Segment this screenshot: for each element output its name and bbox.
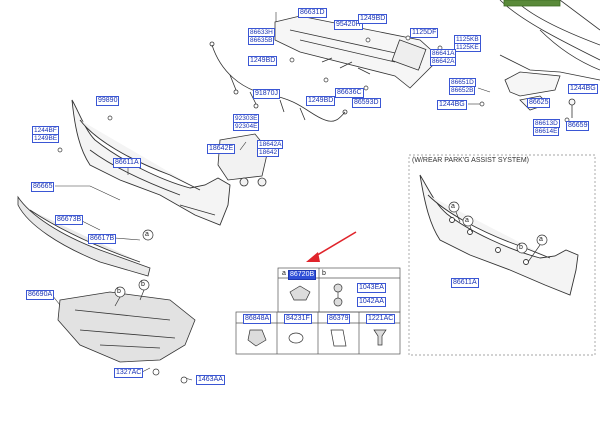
part-label-86720B[interactable]: 86720B bbox=[288, 270, 317, 280]
part-label-1125KE[interactable]: 1125KE bbox=[454, 43, 481, 52]
part-label-1221AC[interactable]: 1221AC bbox=[366, 314, 396, 324]
bracket-icon bbox=[504, 71, 576, 118]
part-label-84231F[interactable]: 84231F bbox=[284, 314, 312, 324]
part-label-1249BE[interactable]: 1249BE bbox=[32, 134, 60, 143]
part-label-1042AA[interactable]: 1042AA bbox=[357, 297, 386, 307]
part-label-1249BD-2[interactable]: 1249BD bbox=[248, 56, 278, 66]
inset-callouts bbox=[448, 201, 548, 263]
lower-trim-icon bbox=[17, 195, 151, 277]
part-label-86673B[interactable]: 86673B bbox=[55, 215, 84, 225]
part-label-18642[interactable]: 18642 bbox=[257, 148, 280, 157]
inset-box bbox=[408, 154, 596, 356]
part-label-86690A[interactable]: 86690A bbox=[26, 290, 55, 300]
part-label-86611A[interactable]: 86611A bbox=[113, 158, 141, 168]
callout-b-letter: b bbox=[141, 281, 145, 288]
callout-b-letter-2: b bbox=[117, 288, 121, 295]
part-label-1327AC[interactable]: 1327AC bbox=[114, 368, 144, 378]
part-label-86636C[interactable]: 86636C bbox=[335, 88, 364, 98]
table-header-b: b bbox=[322, 270, 326, 277]
part-label-1125DF[interactable]: 1125DF bbox=[410, 28, 439, 38]
part-label-18642E[interactable]: 18642E bbox=[207, 144, 236, 154]
part-label-86635B[interactable]: 86635B bbox=[248, 36, 275, 45]
pointer-arrow-icon bbox=[306, 231, 357, 262]
part-label-91870J[interactable]: 91870J bbox=[253, 89, 280, 99]
inset-title: (W/REAR PARK'G ASSIST SYSTEM) bbox=[412, 157, 529, 164]
part-label-95420H[interactable]: 95420H bbox=[334, 20, 363, 30]
part-label-86642A[interactable]: 86642A bbox=[430, 57, 457, 66]
table-header-a: a bbox=[282, 270, 286, 277]
part-label-1244BG-2[interactable]: 1244BG bbox=[437, 100, 467, 110]
part-label-86665[interactable]: 86665 bbox=[31, 182, 55, 192]
part-label-1249BD[interactable]: 1249BD bbox=[358, 14, 388, 24]
part-label-1043EA[interactable]: 1043EA bbox=[357, 283, 386, 293]
part-label-86659[interactable]: 86659 bbox=[566, 121, 590, 131]
part-label-86379[interactable]: 86379 bbox=[327, 314, 351, 324]
part-label-1249BD-3[interactable]: 1249BD bbox=[306, 96, 336, 106]
main-callouts bbox=[114, 229, 188, 384]
fastener-table-icons bbox=[247, 283, 387, 347]
part-label-92304E[interactable]: 92304E bbox=[233, 122, 260, 131]
part-label-86617B[interactable]: 86617B bbox=[88, 234, 117, 244]
callout-a-letter: a bbox=[145, 231, 149, 238]
part-label-1463AA[interactable]: 1463AA bbox=[196, 375, 225, 385]
part-label-86652B[interactable]: 86652B bbox=[449, 86, 476, 95]
inset-callout-b-letter: b bbox=[519, 244, 523, 251]
bumper-beam-icon bbox=[274, 15, 441, 89]
part-label-99890[interactable]: 99890 bbox=[96, 96, 120, 106]
vehicle-rear-icon bbox=[499, 0, 600, 81]
part-label-86631D[interactable]: 86631D bbox=[298, 8, 327, 18]
inset-bumper-icon bbox=[419, 174, 579, 296]
inset-callout-a-letter: a bbox=[451, 203, 455, 210]
part-label-86611A-inset[interactable]: 86611A bbox=[451, 278, 479, 288]
under-cover-icon bbox=[57, 291, 196, 363]
part-label-86593D[interactable]: 86593D bbox=[352, 98, 381, 108]
part-label-86625[interactable]: 86625 bbox=[527, 98, 551, 108]
part-label-86848A[interactable]: 86848A bbox=[243, 314, 272, 324]
inset-callout-a-letter-2: a bbox=[465, 217, 469, 224]
rear-bumper-cover-icon bbox=[71, 99, 231, 226]
inset-callout-a-letter-3: a bbox=[539, 236, 543, 243]
part-label-86614E[interactable]: 86614E bbox=[533, 127, 560, 136]
part-label-1244BG[interactable]: 1244BG bbox=[568, 84, 598, 94]
